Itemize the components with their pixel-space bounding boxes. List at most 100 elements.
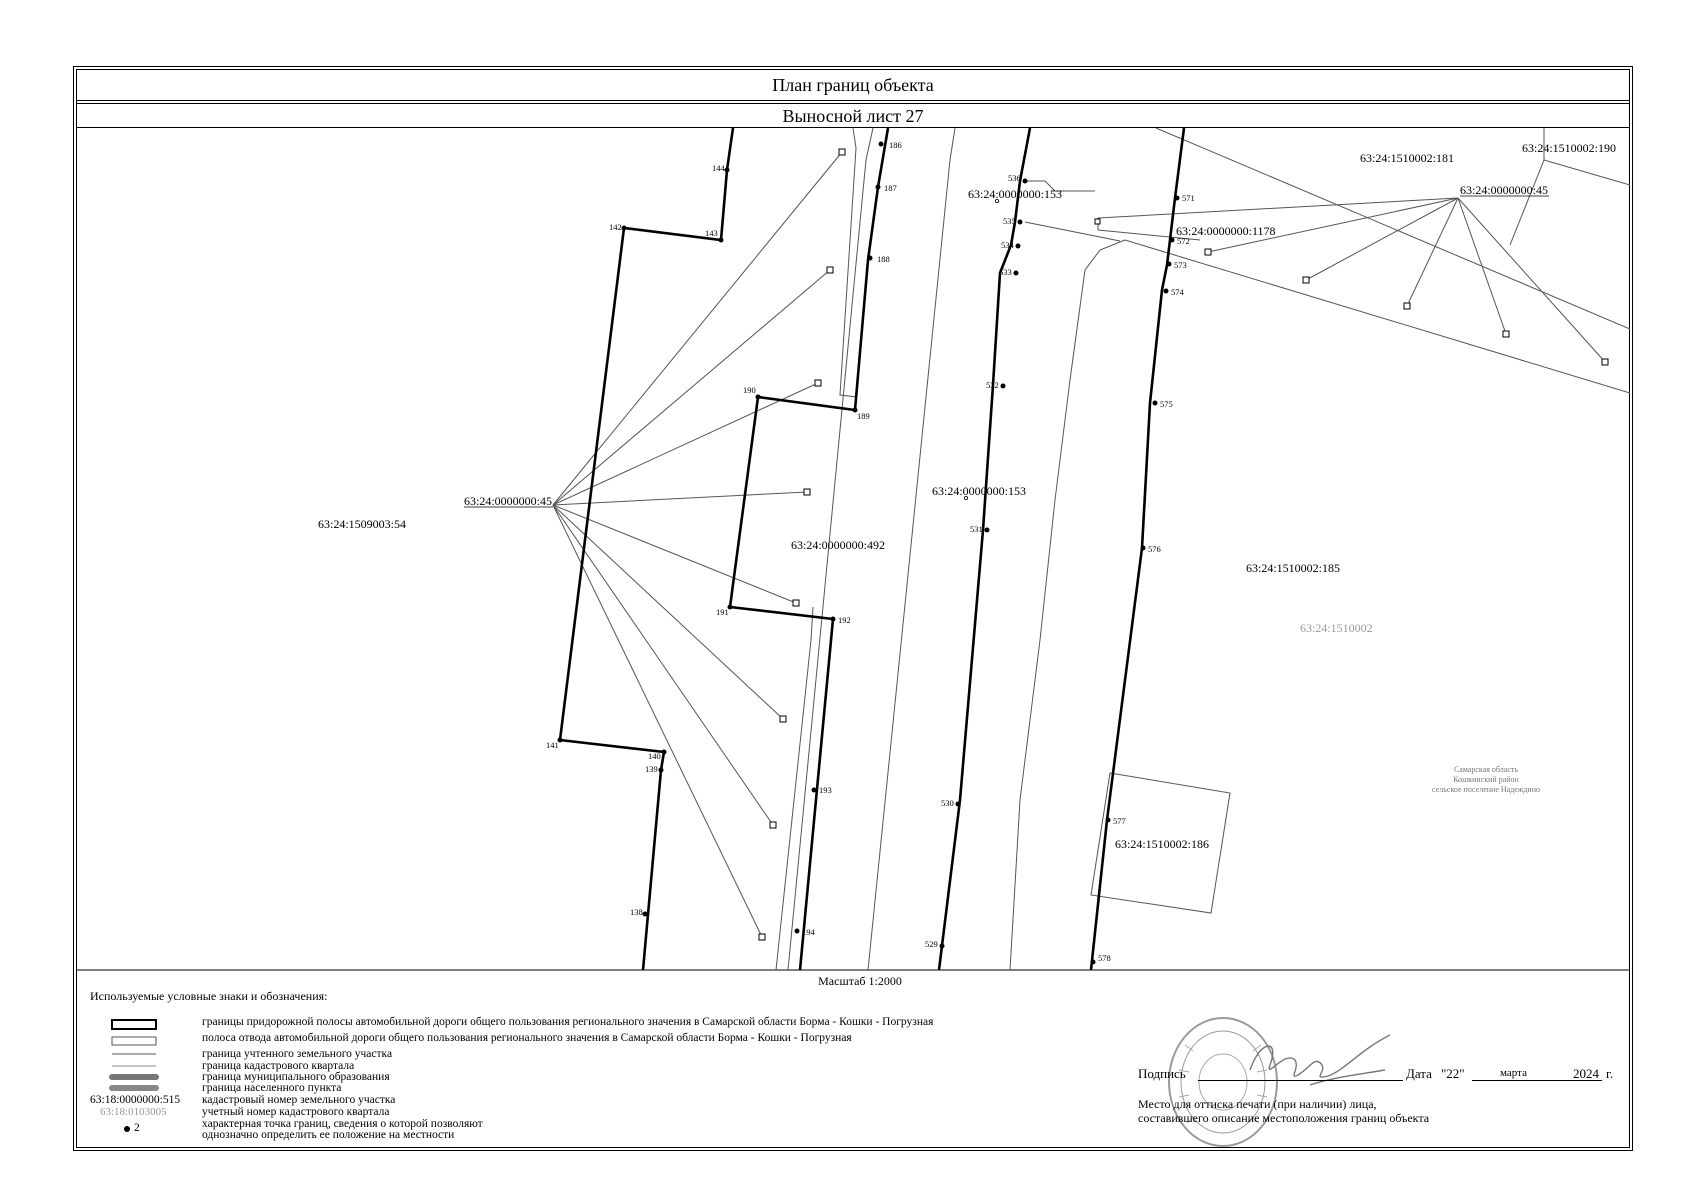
point-label: 578	[1098, 953, 1111, 963]
date-year: 2024	[1573, 1066, 1599, 1081]
parcel-boundary	[1509, 159, 1545, 246]
sheet-frame-inner	[76, 69, 1630, 1148]
handwritten-signature	[1249, 1034, 1391, 1086]
parcel-boundary	[867, 128, 956, 970]
parcel-label[interactable]: 63:24:0000000:45	[1460, 183, 1548, 197]
point-label: 143	[705, 228, 718, 238]
parcel-boundary	[1155, 128, 1630, 330]
date-label: Дата	[1406, 1066, 1432, 1081]
stamp-seal	[1168, 1017, 1278, 1147]
parcel-boundary	[839, 128, 858, 398]
admin-label-line: Самарская область	[1454, 765, 1518, 774]
point-label: 142	[609, 222, 622, 232]
parcel-label[interactable]: 63:24:0000000:492	[791, 538, 885, 552]
point-label: 531	[970, 524, 983, 534]
legend-right-of-way-symbol	[111, 1036, 157, 1046]
boundary-points	[557, 141, 1180, 965]
legend-item: граница муниципального образования	[202, 1071, 390, 1083]
parcel-label[interactable]: 63:24:0000000:153	[932, 484, 1026, 498]
signature-label: Подпись	[1138, 1066, 1186, 1081]
point-label: 189	[857, 411, 870, 421]
point-label: 576	[1148, 544, 1161, 554]
parcel-label[interactable]: 63:24:0000000:1178	[1176, 224, 1276, 238]
parcel-label[interactable]: 63:24:1510002:186	[1115, 837, 1209, 851]
point-label: 140	[648, 751, 661, 761]
sheet-title: План границ объекта	[76, 69, 1630, 101]
signature-line	[1198, 1080, 1403, 1081]
parcel-label[interactable]: 63:24:1509003:54	[318, 517, 406, 531]
stamp-place-line-1: Место для оттиска печати (при наличии) л…	[1138, 1097, 1377, 1111]
parcel-boundary	[1009, 239, 1126, 970]
parcel-boundary	[787, 128, 874, 970]
point-label: 532	[986, 380, 999, 390]
point-label: 575	[1160, 399, 1173, 409]
point-label: 574	[1171, 287, 1185, 297]
fan-lines-right	[1207, 197, 1606, 363]
point-label: 533	[999, 267, 1012, 277]
legend-item: полоса отвода автомобильной дороги общег…	[202, 1032, 852, 1044]
parcel-label[interactable]: 63:24:1510002:181	[1360, 151, 1454, 165]
point-label: 193	[819, 785, 832, 795]
point-label: 535	[1003, 216, 1016, 226]
legend-sample-point: 2	[134, 1122, 140, 1134]
point-label: 572	[1177, 236, 1190, 246]
point-label: 529	[925, 939, 938, 949]
stamp-place-line-2: составившего описание местоположения гра…	[1138, 1111, 1430, 1125]
parcel-boundary	[1097, 229, 1201, 241]
legend-item: границы придорожной полосы автомобильной…	[202, 1016, 934, 1028]
point-label: 191	[716, 607, 729, 617]
legend-item: учетный номер кадастрового квартала	[202, 1106, 390, 1118]
label-anchor-dot	[995, 198, 1000, 203]
point-label: 536	[1008, 173, 1021, 183]
parcel-boundary	[775, 606, 814, 970]
point-label: 187	[884, 183, 897, 193]
point-label: 144	[712, 163, 726, 173]
point-label: 534	[1001, 240, 1015, 250]
parcel-boundary	[1543, 128, 1630, 186]
admin-label-line: сельское поселение Надеждино	[1432, 785, 1540, 794]
date-day: "22"	[1441, 1066, 1465, 1081]
legend-item: граница кадастрового квартала	[202, 1060, 355, 1072]
point-label: 141	[546, 740, 559, 750]
parcel-boundaries	[775, 128, 1630, 970]
date-year-line	[1572, 1080, 1602, 1081]
legend-item: граница учтенного земельного участка	[202, 1048, 393, 1060]
date-month-line	[1472, 1080, 1572, 1081]
label-anchor-dot	[964, 495, 969, 500]
point-label: 571	[1182, 193, 1195, 203]
legend-item: однозначно определить ее положение на ме…	[202, 1129, 455, 1141]
point-label: 138	[630, 907, 643, 917]
map-scale: Масштаб 1:2000	[818, 974, 902, 988]
parcel-boundary	[1024, 221, 1121, 242]
roadside-strip-boundaries	[558, 128, 1186, 970]
point-label: 192	[838, 615, 851, 625]
legend-title: Используемые условные знаки и обозначени…	[90, 989, 328, 1003]
legend-point-symbol	[124, 1126, 130, 1132]
legend-item: характерная точка границ, сведения о кот…	[202, 1118, 483, 1130]
point-label: 194	[802, 927, 816, 937]
admin-label-line: Кошкинский район	[1453, 775, 1519, 784]
marker-squares	[758, 148, 1609, 941]
parcel-label[interactable]: 63:24:0000000:45	[464, 494, 552, 508]
fan-lines-left	[552, 151, 843, 938]
sheet-subtitle: Выносной лист 27	[76, 103, 1630, 128]
point-label: 530	[941, 798, 954, 808]
legend-item: кадастровый номер земельного участка	[202, 1094, 396, 1106]
parcel-boundary	[1090, 772, 1231, 914]
parcel-label[interactable]: 63:24:1510002:185	[1246, 561, 1340, 575]
legend-symbols	[109, 1019, 159, 1132]
sheet-frame-outer	[73, 66, 1633, 1151]
point-label: 186	[889, 140, 902, 150]
point-label: 573	[1174, 260, 1187, 270]
date-month: марта	[1500, 1067, 1527, 1079]
quarter-label: 63:24:1510002	[1300, 621, 1373, 635]
parcel-boundary	[1097, 197, 1459, 219]
parcel-label[interactable]: 63:24:0000000:153	[968, 187, 1062, 201]
legend-item: граница населенного пункта	[202, 1082, 342, 1094]
point-label: 188	[877, 254, 890, 264]
date-year-suffix: г.	[1606, 1066, 1614, 1081]
parcel-label[interactable]: 63:24:1510002:190	[1522, 141, 1616, 155]
point-label: 139	[645, 764, 658, 774]
legend-sample-parcel: 63:18:0000000:515	[90, 1094, 181, 1106]
